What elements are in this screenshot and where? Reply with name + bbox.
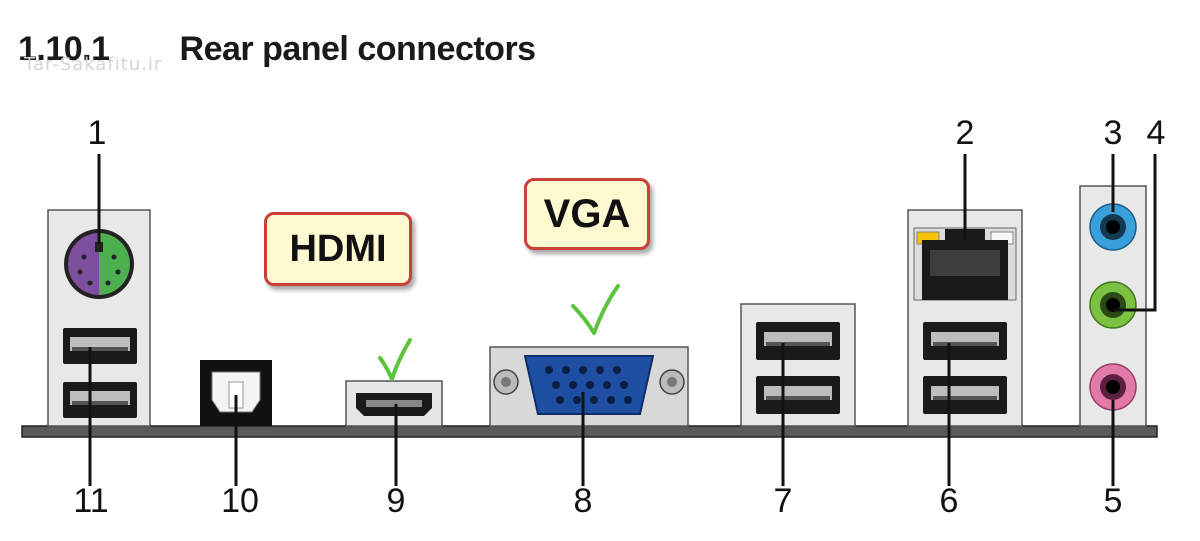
vga-port [489, 346, 689, 427]
usb-port [63, 328, 137, 364]
section-number: 1.10.1 [18, 30, 110, 68]
connector-label-8: 8 [573, 482, 593, 520]
connector-label-9: 9 [386, 482, 406, 520]
hdmi-port [345, 380, 443, 427]
hdmi-callout: HDMI [264, 212, 412, 286]
vga-checkmark-icon [571, 284, 620, 335]
connector-label-10: 10 [221, 482, 259, 520]
connector-label-4: 4 [1146, 114, 1166, 152]
motherboard-edge [21, 425, 1158, 438]
ps2-combo-port [64, 229, 134, 299]
hdmi-checkmark-icon [378, 338, 412, 381]
usb-port [63, 382, 137, 418]
ps2-usb-block [47, 209, 151, 427]
usb-port [756, 322, 840, 360]
usb-port [756, 376, 840, 414]
line-out-jack [1089, 281, 1137, 329]
connector-label-5: 5 [1103, 482, 1123, 520]
connector-label-2: 2 [955, 114, 975, 152]
section-title: Rear panel connectors [179, 30, 537, 68]
section-heading: 1.10.1 Rear panel connectors [18, 30, 536, 69]
leader-line-4 [1113, 154, 1157, 312]
connector-label-6: 6 [939, 482, 959, 520]
watermark: Tar-Sakafitu.ir [24, 54, 163, 75]
usb-stack [740, 303, 856, 427]
lan-usb-block [907, 209, 1023, 427]
connector-label-1: 1 [87, 114, 107, 152]
vga-callout: VGA [524, 178, 650, 250]
connector-label-7: 7 [773, 482, 793, 520]
usb-port [923, 322, 1007, 360]
mic-in-jack [1089, 363, 1137, 411]
audio-jack-block [1079, 185, 1147, 427]
line-in-jack [1089, 203, 1137, 251]
connector-label-11: 11 [73, 482, 109, 520]
connector-label-3: 3 [1103, 114, 1123, 152]
usb-port [923, 376, 1007, 414]
